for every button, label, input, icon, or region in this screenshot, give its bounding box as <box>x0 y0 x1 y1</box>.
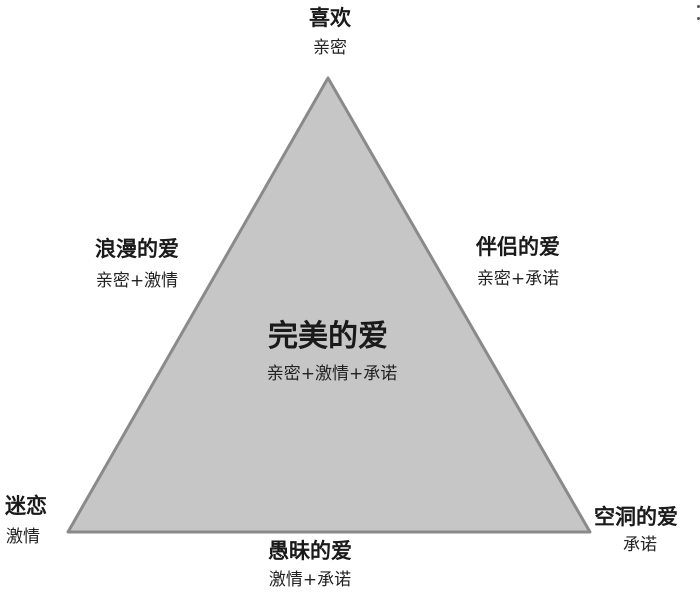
companionate-love-components: 亲密+承诺 <box>476 269 560 289</box>
infatuation-title: 迷恋 <box>5 494 47 518</box>
romantic-love-components: 亲密+激情 <box>95 271 179 291</box>
consummate-love-components: 亲密+激情+承诺 <box>266 364 398 384</box>
love-triangle <box>66 76 592 534</box>
fatuous-love-title: 愚昧的爱 <box>268 539 352 563</box>
companionate-love-title: 伴侣的爱 <box>476 235 560 259</box>
infatuation-components: 激情 <box>6 527 40 547</box>
empty-love-components: 承诺 <box>623 535 657 555</box>
romantic-love-title: 浪漫的爱 <box>95 237 179 261</box>
fatuous-love-components: 激情+承诺 <box>268 570 352 590</box>
decorative-dot <box>697 5 700 8</box>
liking-title: 喜欢 <box>309 6 351 30</box>
consummate-love-title: 完美的爱 <box>268 319 388 354</box>
liking-components: 亲密 <box>313 38 347 58</box>
empty-love-title: 空洞的爱 <box>594 505 678 529</box>
decorative-dot <box>697 17 700 20</box>
